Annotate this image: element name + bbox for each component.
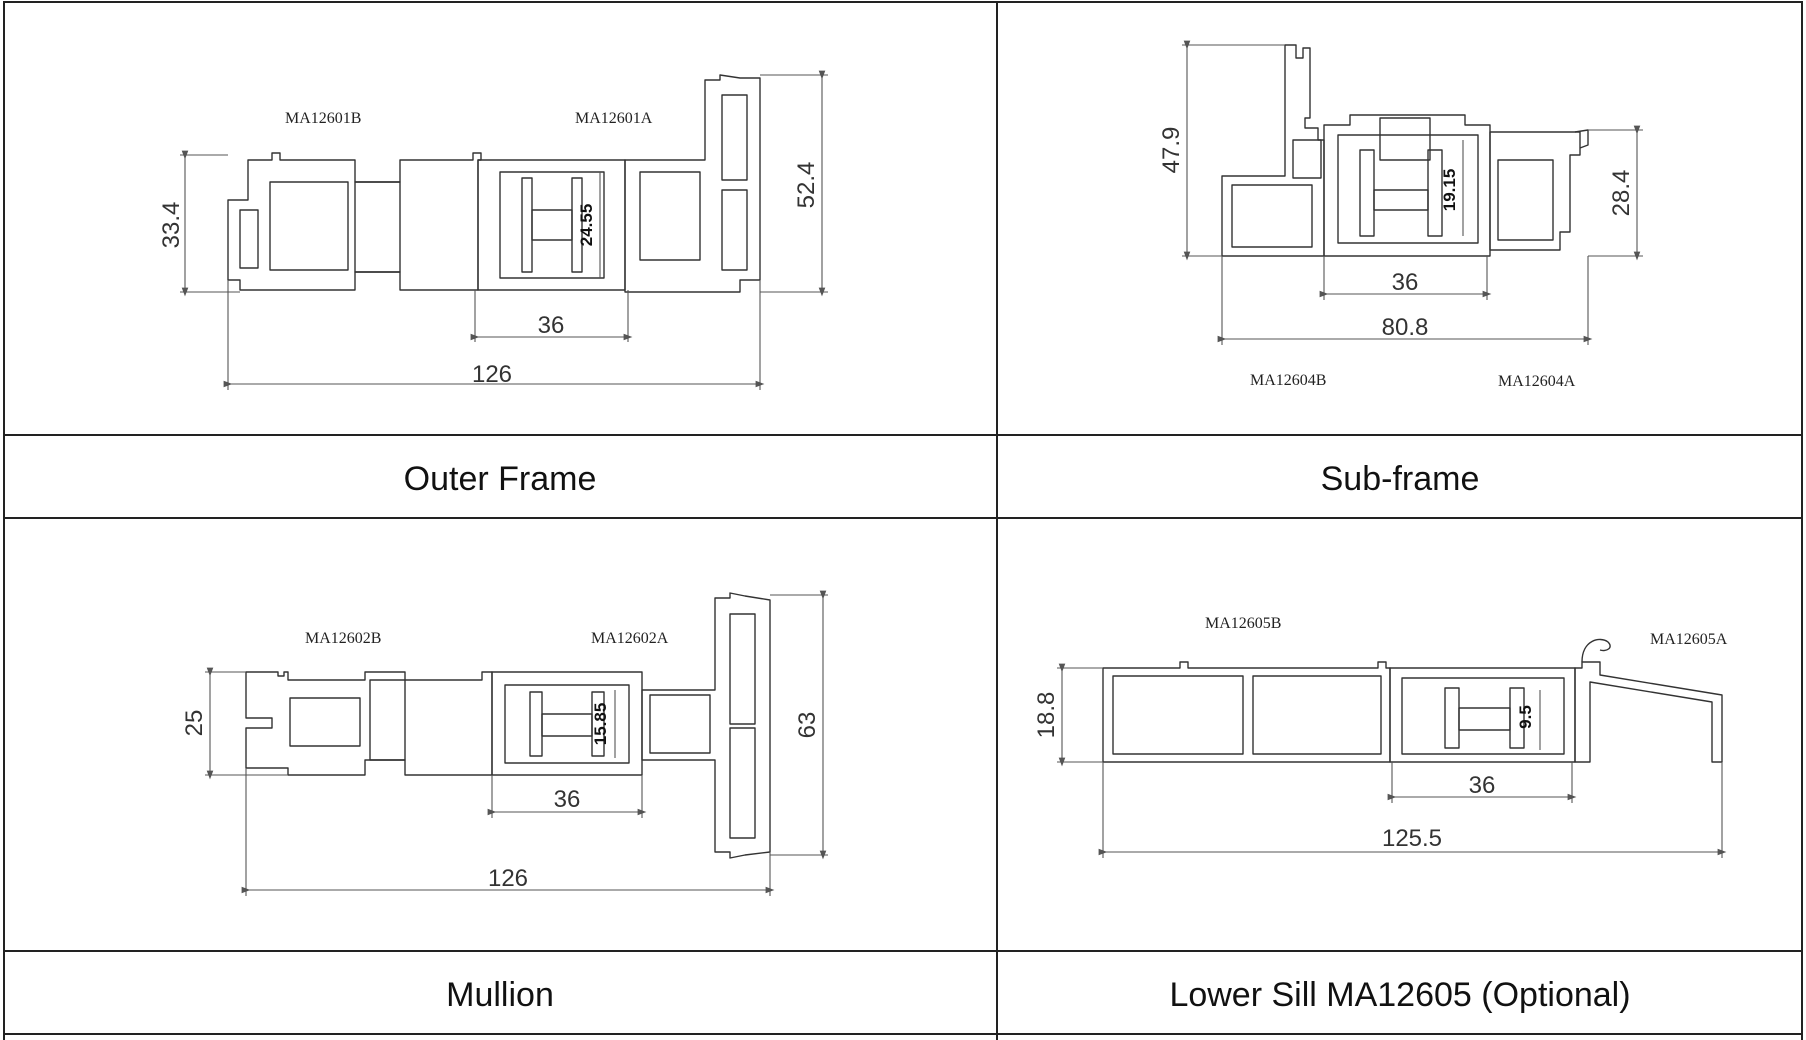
mullion-code-b: MA12602B bbox=[305, 630, 381, 647]
sub-frame-dim-inner: 19.15 bbox=[1440, 169, 1459, 212]
mullion-dim-gap: 36 bbox=[554, 786, 581, 813]
sub-frame-code-b: MA12604B bbox=[1250, 372, 1326, 389]
table-grid bbox=[3, 1, 1803, 1040]
outer-frame-dim-gap: 36 bbox=[538, 312, 565, 339]
lower-sill-drawing: MA12605B MA12605A 18.8 9.5 36 125.5 bbox=[1033, 615, 1728, 858]
outer-frame-code-b: MA12601B bbox=[285, 110, 361, 127]
sub-frame-dim-left: 47.9 bbox=[1158, 127, 1185, 174]
outer-frame-dim-right: 52.4 bbox=[793, 162, 820, 209]
mullion-dim-overall: 126 bbox=[488, 865, 528, 892]
lower-sill-code-b: MA12605B bbox=[1205, 615, 1281, 632]
outer-frame-drawing: MA12601B MA12601A 33.4 52.4 24.55 36 bbox=[158, 70, 828, 390]
mullion-dim-left: 25 bbox=[181, 710, 208, 737]
mullion-drawing: MA12602B MA12602A 25 63 15.85 36 bbox=[181, 590, 828, 896]
sub-frame-drawing: 47.9 28.4 19.15 36 80.8 MA12604B MA12604… bbox=[1158, 40, 1643, 390]
outer-frame-dim-left: 33.4 bbox=[158, 202, 185, 249]
outer-frame-dim-overall: 126 bbox=[472, 361, 512, 388]
sub-frame-dim-gap: 36 bbox=[1392, 269, 1419, 296]
outer-frame-dim-inner: 24.55 bbox=[577, 204, 596, 247]
mullion-dim-right: 63 bbox=[794, 712, 821, 739]
mullion-dim-inner: 15.85 bbox=[591, 703, 610, 746]
outer-frame-code-a: MA12601A bbox=[575, 110, 653, 127]
lower-sill-dim-overall: 125.5 bbox=[1382, 825, 1442, 852]
sub-frame-caption: Sub-frame bbox=[1321, 460, 1480, 498]
lower-sill-caption: Lower Sill MA12605 (Optional) bbox=[1169, 976, 1630, 1014]
lower-sill-dim-inner: 9.5 bbox=[1516, 705, 1535, 729]
sub-frame-code-a: MA12604A bbox=[1498, 373, 1576, 390]
sub-frame-dim-right: 28.4 bbox=[1608, 170, 1635, 217]
lower-sill-dim-left: 18.8 bbox=[1033, 692, 1060, 739]
mullion-caption: Mullion bbox=[446, 976, 554, 1014]
mullion-code-a: MA12602A bbox=[591, 630, 669, 647]
sub-frame-dim-overall: 80.8 bbox=[1382, 314, 1429, 341]
lower-sill-dim-gap: 36 bbox=[1469, 772, 1496, 799]
outer-frame-caption: Outer Frame bbox=[404, 460, 597, 498]
lower-sill-code-a: MA12605A bbox=[1650, 631, 1728, 648]
